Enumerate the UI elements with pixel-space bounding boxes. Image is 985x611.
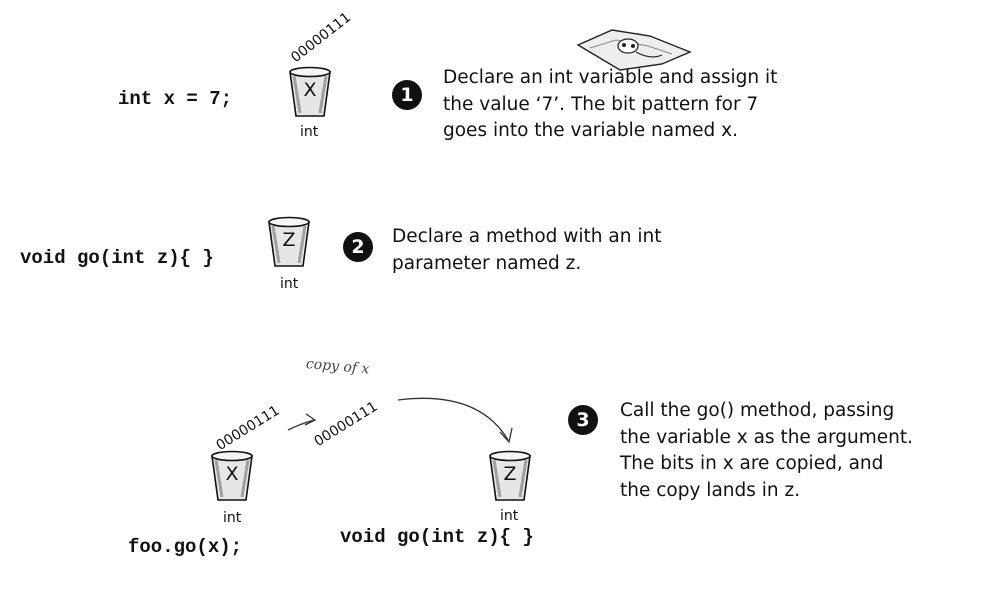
step-2-badge: 2	[343, 232, 373, 262]
code-method-declaration-receiver: void go(int z){ }	[340, 526, 534, 548]
code-method-call: foo.go(x);	[128, 536, 243, 558]
cup-z-param-type-label: int	[500, 508, 519, 524]
transfer-arrowhead	[499, 427, 513, 444]
step-1-description: Declare an int variable and assign it th…	[443, 65, 777, 145]
step-2-description: Declare a method with an int parameter n…	[392, 224, 661, 277]
cup-z-param-label: Z	[503, 463, 517, 485]
copy-arrowhead	[304, 413, 317, 426]
cup-x-icon: X	[288, 66, 332, 118]
cup-z-icon: Z	[267, 216, 311, 268]
step-3-line-3: The bits in x are copied, and	[620, 453, 884, 474]
code-int-x-equals-7: int x = 7;	[118, 88, 233, 110]
cup-x-type-label: int	[300, 124, 319, 140]
step-1-line-2: the value ‘7’. The bit pattern for 7	[443, 93, 759, 115]
cup-z-param-icon: Z	[488, 450, 532, 502]
cup-z-label: Z	[282, 229, 296, 251]
step-3-line-2: the variable x as the argument.	[620, 426, 914, 448]
cup-x-caller-type-label: int	[223, 510, 242, 526]
step-3-line-1: Call the go() method, passing	[620, 400, 895, 421]
cup-x-label: X	[303, 79, 317, 101]
transfer-arrow	[397, 397, 509, 441]
step-1-line-3: goes into the variable named x.	[443, 120, 738, 141]
step-3-description: Call the go() method, passing the variab…	[620, 398, 913, 504]
cup-x-caller-label: X	[225, 463, 239, 485]
step-2-line-2: parameter named z.	[392, 252, 582, 274]
step-1-line-1: Declare an int variable and assign it	[443, 67, 778, 88]
code-method-declaration: void go(int z){ }	[20, 247, 214, 269]
step-2-line-1: Declare a method with an int	[392, 226, 662, 247]
step-3-badge: 3	[568, 405, 598, 435]
cup-z-type-label: int	[280, 276, 299, 292]
step-1-badge: 1	[392, 80, 422, 110]
step-3-line-4: the copy lands in z.	[620, 479, 801, 501]
cup-x-caller-icon: X	[210, 450, 254, 502]
copy-arrow	[287, 419, 315, 431]
